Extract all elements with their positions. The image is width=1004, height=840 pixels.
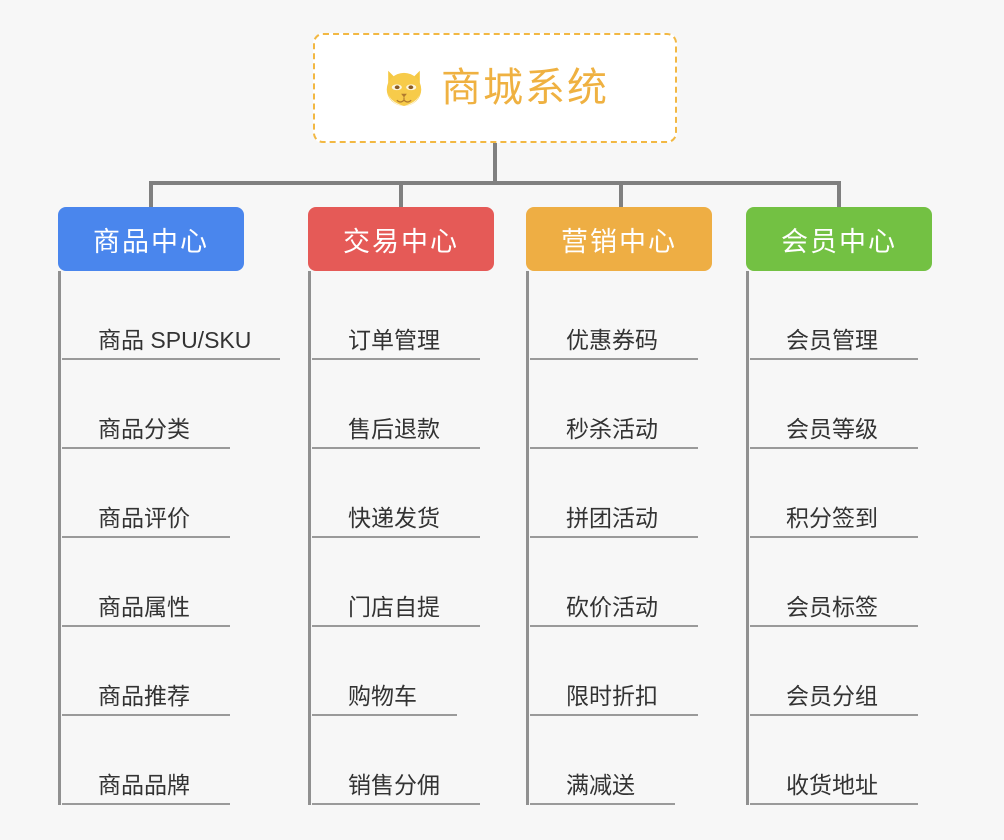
- branch-header-2[interactable]: 交易中心: [308, 207, 494, 271]
- list-item[interactable]: 会员分组: [750, 627, 918, 716]
- branch-column-3: 营销中心 优惠券码 秒杀活动 拼团活动 砍价活动 限时折扣 满减送: [526, 207, 712, 805]
- leaf-label: 会员标签: [786, 593, 878, 620]
- list-item[interactable]: 商品属性: [62, 538, 230, 627]
- branch-header-label: 营销中心: [561, 226, 677, 257]
- branch-header-label: 交易中心: [343, 226, 459, 257]
- branch-header-label: 商品中心: [93, 226, 209, 257]
- list-item[interactable]: 积分签到: [750, 449, 918, 538]
- leaf-label: 销售分佣: [348, 771, 440, 798]
- leaf-label: 秒杀活动: [566, 415, 658, 442]
- branch-trunk-4: [746, 271, 749, 805]
- branch-header-3[interactable]: 营销中心: [526, 207, 712, 271]
- leaf-label: 满减送: [566, 771, 635, 798]
- list-item[interactable]: 订单管理: [312, 271, 480, 360]
- connector-horizontal-bus: [149, 181, 841, 185]
- leaf-label: 收货地址: [786, 771, 878, 798]
- branch-header-1[interactable]: 商品中心: [58, 207, 244, 271]
- leaf-label: 优惠券码: [566, 326, 658, 353]
- leaf-label: 商品推荐: [98, 682, 190, 709]
- list-item[interactable]: 秒杀活动: [530, 360, 698, 449]
- branch-header-label: 会员中心: [781, 226, 897, 257]
- shiba-dog-face-icon: [386, 70, 422, 108]
- branch-column-2: 交易中心 订单管理 售后退款 快递发货 门店自提 购物车 销售分佣: [308, 207, 494, 805]
- leaf-label: 会员管理: [786, 326, 878, 353]
- leaf-label: 订单管理: [348, 326, 440, 353]
- leaf-label: 拼团活动: [566, 504, 658, 531]
- leaf-label: 购物车: [348, 682, 417, 709]
- list-item[interactable]: 砍价活动: [530, 538, 698, 627]
- list-item[interactable]: 限时折扣: [530, 627, 698, 716]
- leaf-label: 会员等级: [786, 415, 878, 442]
- branch-leaf-list-2: 订单管理 售后退款 快递发货 门店自提 购物车 销售分佣: [308, 271, 494, 805]
- branch-trunk-3: [526, 271, 529, 805]
- list-item[interactable]: 会员标签: [750, 538, 918, 627]
- leaf-label: 会员分组: [786, 682, 878, 709]
- list-item[interactable]: 满减送: [530, 716, 675, 805]
- branch-header-4[interactable]: 会员中心: [746, 207, 932, 271]
- branch-leaf-list-4: 会员管理 会员等级 积分签到 会员标签 会员分组 收货地址: [746, 271, 932, 805]
- list-item[interactable]: 商品分类: [62, 360, 230, 449]
- branch-leaf-list-3: 优惠券码 秒杀活动 拼团活动 砍价活动 限时折扣 满减送: [526, 271, 712, 805]
- connector-root-vertical: [493, 143, 497, 183]
- list-item[interactable]: 会员管理: [750, 271, 918, 360]
- connector-drop-4: [837, 183, 841, 207]
- list-item[interactable]: 商品 SPU/SKU: [62, 271, 280, 360]
- leaf-label: 商品分类: [98, 415, 190, 442]
- branch-trunk-1: [58, 271, 61, 805]
- list-item[interactable]: 优惠券码: [530, 271, 698, 360]
- list-item[interactable]: 商品评价: [62, 449, 230, 538]
- leaf-label: 商品评价: [98, 504, 190, 531]
- branch-trunk-2: [308, 271, 311, 805]
- list-item[interactable]: 拼团活动: [530, 449, 698, 538]
- list-item[interactable]: 会员等级: [750, 360, 918, 449]
- list-item[interactable]: 快递发货: [312, 449, 480, 538]
- leaf-label: 限时折扣: [566, 682, 658, 709]
- branch-leaf-list-1: 商品 SPU/SKU 商品分类 商品评价 商品属性 商品推荐 商品品牌: [58, 271, 280, 805]
- leaf-label: 积分签到: [786, 504, 878, 531]
- list-item[interactable]: 收货地址: [750, 716, 918, 805]
- leaf-label: 商品品牌: [98, 771, 190, 798]
- branch-column-1: 商品中心 商品 SPU/SKU 商品分类 商品评价 商品属性 商品推荐 商品品牌: [58, 207, 280, 805]
- connector-drop-2: [399, 183, 403, 207]
- list-item[interactable]: 售后退款: [312, 360, 480, 449]
- list-item[interactable]: 销售分佣: [312, 716, 480, 805]
- branch-column-4: 会员中心 会员管理 会员等级 积分签到 会员标签 会员分组 收货地址: [746, 207, 932, 805]
- leaf-label: 商品属性: [98, 593, 190, 620]
- leaf-label: 门店自提: [348, 593, 440, 620]
- leaf-label: 商品 SPU/SKU: [98, 326, 252, 353]
- root-title: 商城系统: [441, 66, 609, 110]
- list-item[interactable]: 商品推荐: [62, 627, 230, 716]
- connector-drop-1: [149, 183, 153, 207]
- leaf-label: 砍价活动: [566, 593, 658, 620]
- list-item[interactable]: 购物车: [312, 627, 457, 716]
- list-item[interactable]: 门店自提: [312, 538, 480, 627]
- leaf-label: 快递发货: [348, 504, 440, 531]
- connector-drop-3: [619, 183, 623, 207]
- list-item[interactable]: 商品品牌: [62, 716, 230, 805]
- root-node[interactable]: 商城系统: [313, 33, 677, 143]
- leaf-label: 售后退款: [348, 415, 440, 442]
